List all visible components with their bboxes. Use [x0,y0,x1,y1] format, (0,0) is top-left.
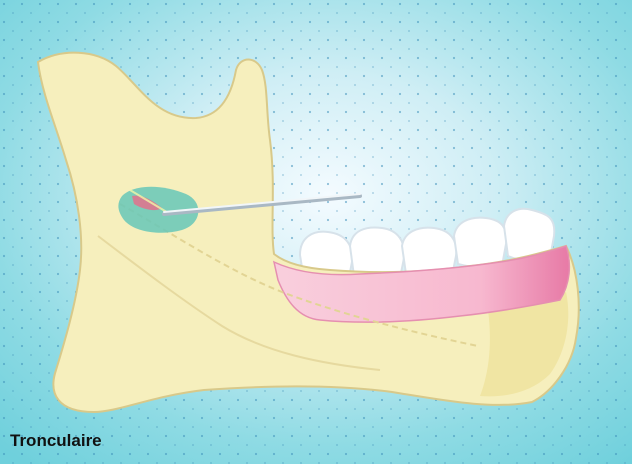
caption: Tronculaire [10,431,102,450]
tooth [454,218,506,268]
